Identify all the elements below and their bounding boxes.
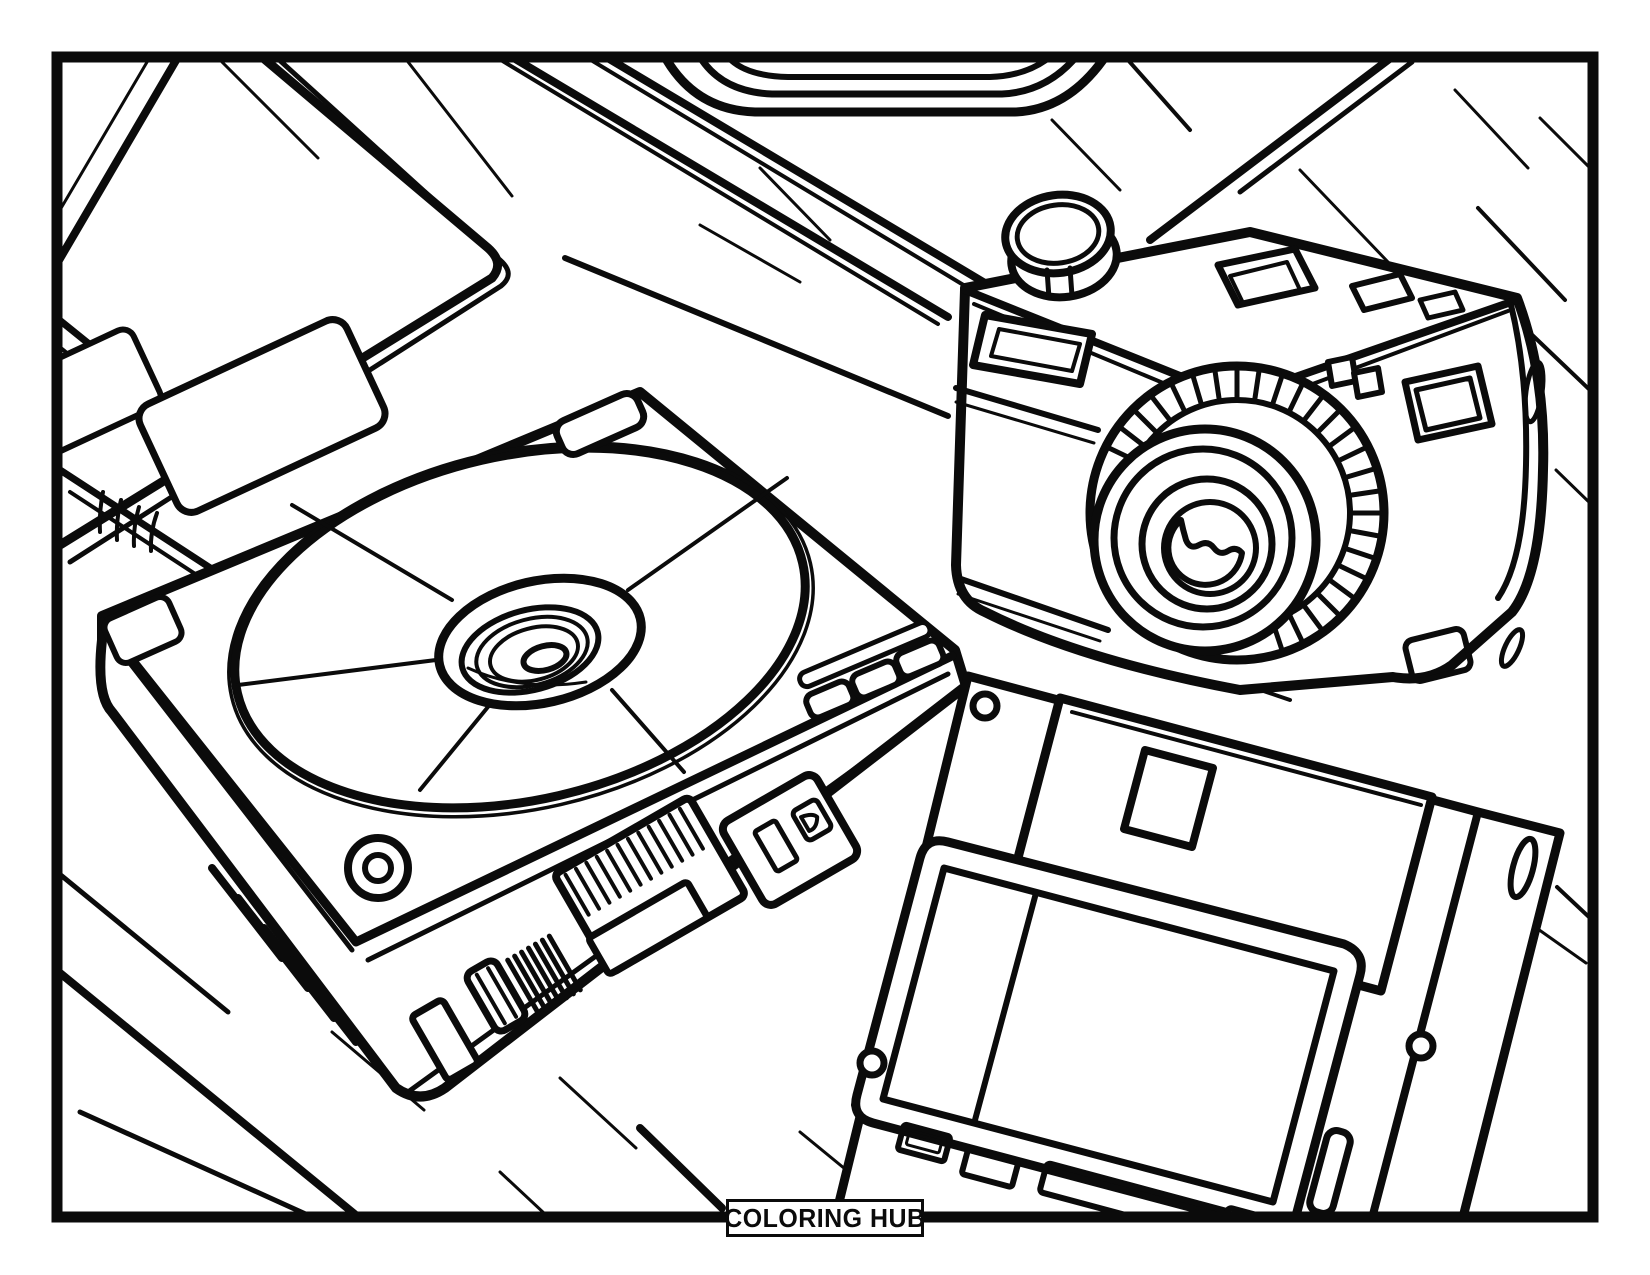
floppy-screw [1405, 1030, 1437, 1062]
front-control-panel [409, 771, 862, 1083]
player-screw [344, 834, 412, 902]
coloring-hub-label: COLORING HUB [724, 1202, 926, 1233]
floppy-screw [969, 690, 1001, 722]
front-buttons [1325, 354, 1385, 400]
floppy-screw [856, 1047, 888, 1079]
wood-plank-lines [62, 62, 1588, 1212]
port-door [1402, 626, 1474, 684]
side-slot [1498, 627, 1526, 669]
ribbed-grip [505, 933, 583, 1017]
corner-hinge-detail [101, 594, 185, 666]
lens-ring-hatch [1106, 366, 1384, 653]
lens-glass-highlight [1165, 517, 1245, 588]
strap-lug-slot [1522, 359, 1546, 425]
sticky-note-large [135, 316, 389, 516]
front-badge [1401, 362, 1496, 444]
mode-dial [1001, 190, 1121, 302]
viewfinder-window [969, 311, 1096, 388]
camera-lens [1085, 361, 1389, 665]
floppy-label [851, 836, 1366, 1212]
shutter-window [1120, 746, 1217, 851]
play-button [790, 797, 834, 843]
page-edge-hatch [97, 490, 159, 553]
top-accessory-ports [1349, 271, 1466, 321]
footer-brand-plate: COLORING HUB [724, 1199, 926, 1237]
cd-player-illustration [95, 387, 975, 1102]
lid-latch-tab [552, 390, 648, 458]
right-panel [718, 771, 862, 909]
edge-notch [1507, 835, 1539, 901]
compact-disc [227, 441, 815, 819]
front-button [409, 997, 481, 1083]
flash-window [1214, 245, 1319, 309]
sticky-note-small [62, 326, 164, 457]
bottom-edge-connectors [895, 1121, 1366, 1212]
disc-hub [434, 573, 646, 711]
desk-pad-corner [663, 62, 1107, 117]
write-protect-slot [1306, 1127, 1354, 1212]
disc-sector-lines [236, 476, 789, 792]
side-vent-slots [208, 864, 360, 1046]
floppy-disk-illustration [832, 671, 1565, 1212]
top-button-row [797, 619, 947, 721]
front-stripe-button [463, 957, 529, 1035]
camera-illustration [951, 190, 1549, 695]
display-module [552, 794, 748, 977]
tablet-corner [62, 62, 511, 565]
